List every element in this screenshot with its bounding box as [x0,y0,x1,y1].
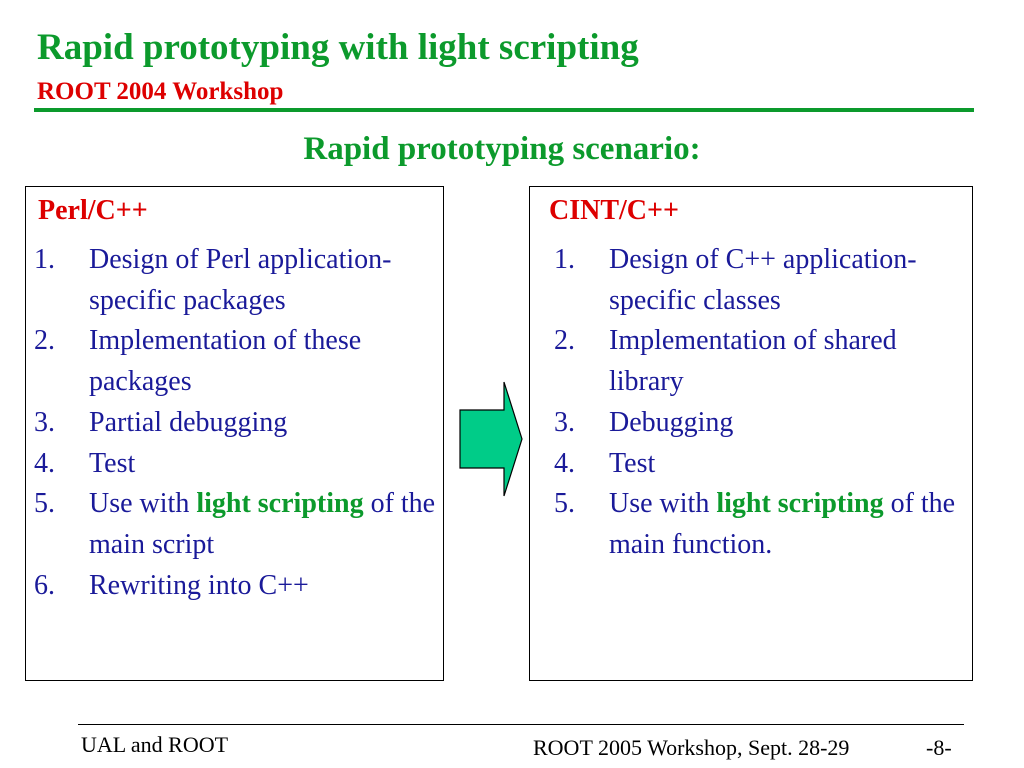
right-arrow-shape [459,381,523,497]
step-item: 3. Partial debugging [34,403,439,444]
step-number: 5. [34,488,55,520]
step-item: 4. Test [34,444,439,485]
step-item: 1. Design of Perl application-specific pa… [34,240,439,321]
header-rule [34,108,974,112]
footer-rule [78,724,964,725]
step-text-post: of the main script [89,488,443,560]
step-item: 4. Test [554,444,968,485]
step-number: 2. [34,325,55,357]
step-text: Implementation of shared library [609,325,897,398]
step-item: 5.Use with light scripting of the main s… [34,484,439,565]
step-number: 4. [34,447,55,479]
step-text: Partial debugging [89,406,288,438]
panel-cint-cpp: CINT/C++ 1. Design of C++ application-spe… [529,186,973,681]
right-arrow-icon [459,381,523,497]
step-text-post: of the main function. [609,488,963,560]
panel-title-perl-cpp: Perl/C++ [38,195,148,226]
step-item: 1. Design of C++ application-specific cla… [554,240,968,321]
step-text: Test [89,447,136,479]
footer-right-text: ROOT 2005 Workshop, Sept. 28-29 [533,735,850,760]
step-highlight: light scripting [196,488,364,520]
step-highlight: light scripting [716,488,884,520]
step-text-pre: Use with [609,488,717,520]
step-text: Debugging [609,406,734,438]
footer-page-number: -8- [926,735,952,760]
step-text: Design of Perl application-specific pack… [89,244,392,316]
step-text: Design of C++ application-specific class… [609,244,917,316]
step-number: 3. [554,406,575,438]
slide-subtitle: ROOT 2004 Workshop [37,78,284,105]
step-text: Implementation of these packages [89,325,362,398]
scenario-heading: Rapid prototyping scenario: [303,131,701,167]
step-number: 4. [554,447,575,479]
step-text: Rewriting into C++ [89,569,309,601]
panel-perl-cpp: Perl/C++ 1. Design of Perl application-sp… [25,186,444,681]
steps-list-cint-cpp: 1. Design of C++ application-specific cla… [554,240,968,566]
step-number: 1. [554,244,575,275]
step-number: 6. [34,569,55,601]
step-number: 3. [34,406,55,438]
panel-title-cint-cpp: CINT/C++ [549,195,679,226]
step-number: 5. [554,488,575,520]
steps-list-perl-cpp: 1. Design of Perl application-specific pa… [34,240,439,606]
step-item: 6. Rewriting into C++ [34,566,439,607]
step-item: 2. Implementation of these packages [34,321,439,402]
footer-left-text: UAL and ROOT [81,732,229,757]
step-item: 3. Debugging [554,403,968,444]
slide-title: Rapid prototyping with light scripting [37,27,639,68]
step-text: Test [609,447,656,479]
step-number: 2. [554,325,575,357]
step-item: 5. Use with light scripting of the main f… [554,484,968,565]
step-number: 1. [34,244,55,275]
step-item: 2. Implementation of shared library [554,321,968,402]
step-text-pre: Use with [89,488,197,520]
